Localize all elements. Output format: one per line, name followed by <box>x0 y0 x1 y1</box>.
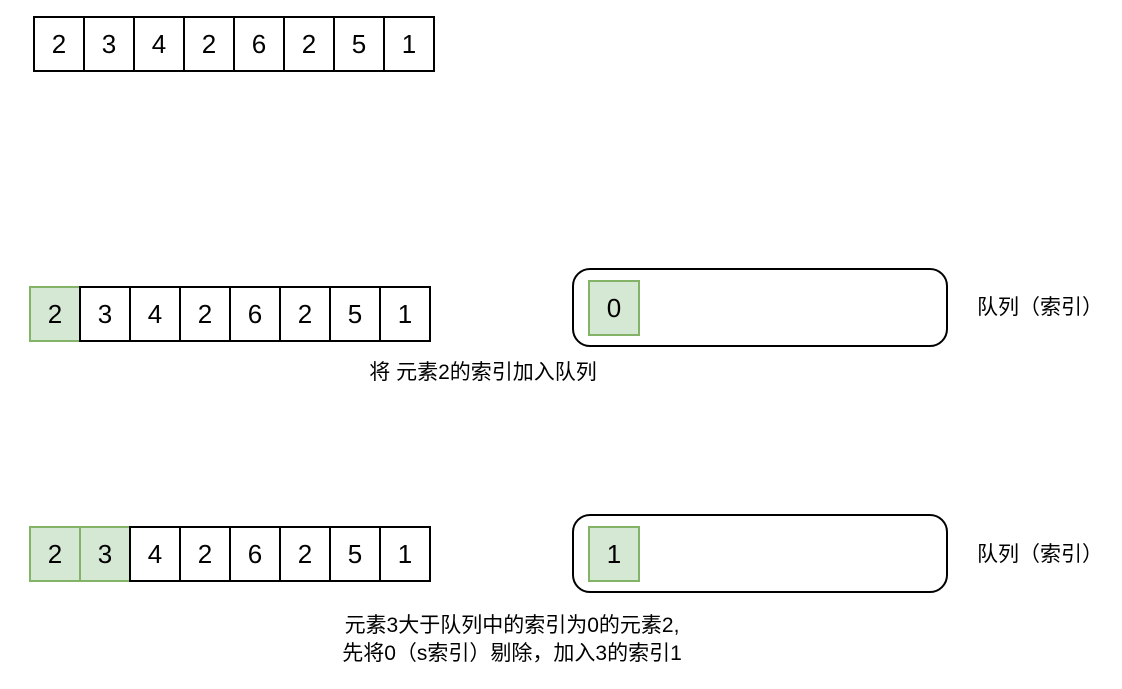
array-cell: 2 <box>179 526 231 582</box>
step1-caption: 将 元素2的索引加入队列 <box>369 361 597 384</box>
array-cell: 3 <box>83 16 135 72</box>
array-initial: 2 3 4 2 6 2 5 1 <box>33 16 435 72</box>
array-cell: 2 <box>179 286 231 342</box>
array-cell: 3 <box>79 286 131 342</box>
step2-caption-line1: 元素3大于队列中的索引为0的元素2, <box>344 614 680 637</box>
array-cell: 1 <box>379 526 431 582</box>
array-cell: 5 <box>333 16 385 72</box>
array-cell-highlighted: 2 <box>29 286 81 342</box>
array-cell: 2 <box>279 526 331 582</box>
array-cell: 5 <box>329 526 381 582</box>
array-cell: 2 <box>283 16 335 72</box>
array-cell: 6 <box>229 286 281 342</box>
array-cell: 2 <box>33 16 85 72</box>
array-cell: 5 <box>329 286 381 342</box>
array-cell-highlighted: 2 <box>29 526 81 582</box>
array-cell: 4 <box>133 16 185 72</box>
array-cell: 1 <box>383 16 435 72</box>
queue-step2: 1 <box>572 514 948 593</box>
array-step1: 2 3 4 2 6 2 5 1 <box>29 286 431 342</box>
array-cell: 6 <box>229 526 281 582</box>
array-cell: 2 <box>183 16 235 72</box>
step2-caption-line2: 先将0（s索引）剔除，加入3的索引1 <box>342 642 682 665</box>
array-cell: 4 <box>129 286 181 342</box>
array-cell: 6 <box>233 16 285 72</box>
queue-item: 0 <box>588 280 640 336</box>
queue-label: 队列（索引） <box>977 543 1103 566</box>
array-step2: 2 3 4 2 6 2 5 1 <box>29 526 431 582</box>
queue-item: 1 <box>588 526 640 582</box>
array-cell: 2 <box>279 286 331 342</box>
queue-step1: 0 <box>572 268 948 347</box>
array-cell-highlighted: 3 <box>79 526 131 582</box>
step2-caption: 元素3大于队列中的索引为0的元素2, 先将0（s索引）剔除，加入3的索引1 <box>312 612 712 668</box>
queue-label: 队列（索引） <box>977 296 1103 319</box>
array-cell: 1 <box>379 286 431 342</box>
array-cell: 4 <box>129 526 181 582</box>
